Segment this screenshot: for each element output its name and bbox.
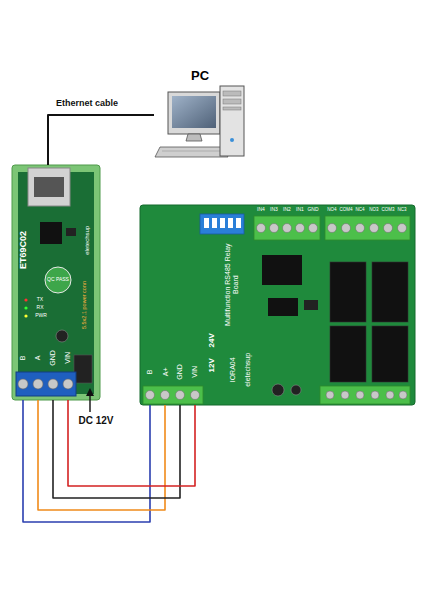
pin-name: NC3 [397,208,406,213]
pin-name: IN2 [283,207,291,213]
pin-name: B [146,370,154,375]
node-label: ET69C02 [19,231,29,269]
pin-name: GND [176,364,184,380]
led-label: TX [37,297,43,303]
pin-name: NC4 [355,208,364,213]
node-label: Multifunction RS485 Relay Board [224,240,239,330]
relay-board-drawing [140,205,415,405]
connector-note: 5.5x2.1 power conn [81,281,87,329]
pin-name: IN1 [296,207,304,213]
pin-name: B [19,356,27,361]
pin-name: VIN [64,352,72,364]
node-label: PC [191,69,209,83]
wire-b [23,400,150,522]
wire-gnd [53,400,180,498]
pin-name: IN3 [270,207,278,213]
pin-name: IN4 [257,207,265,213]
voltage-label: 12V [208,358,217,372]
pin-name: A+ [161,368,169,377]
pin-name: A [34,356,42,361]
pin-name: COM3 [381,208,394,213]
pin-name: GND [49,350,57,366]
pin-name: NO4 [327,208,336,213]
led-label: RX [37,305,44,311]
wire-vin [68,400,195,486]
pin-name: NO3 [369,208,378,213]
power-arrow [86,388,94,412]
computer-drawing [155,86,244,157]
edge-label: Ethernet cable [56,99,118,109]
voltage-label: 24V [208,333,217,347]
led-label: PWR [35,313,47,319]
model-text: IORA04 [228,358,236,383]
ethernet-cable [48,115,154,165]
ethernet-converter-drawing [12,165,100,400]
wire-a [38,400,165,510]
pin-name: VIN [191,366,199,378]
sticker-text: QC PASS [47,277,69,283]
brand-text: eletechsup [85,225,92,254]
pin-name: GND [307,207,318,213]
power-label: DC 12V [78,415,113,426]
brand-text: eletechsup [244,353,252,387]
pin-name: COM4 [339,208,352,213]
computer-icon: PC [154,68,246,160]
